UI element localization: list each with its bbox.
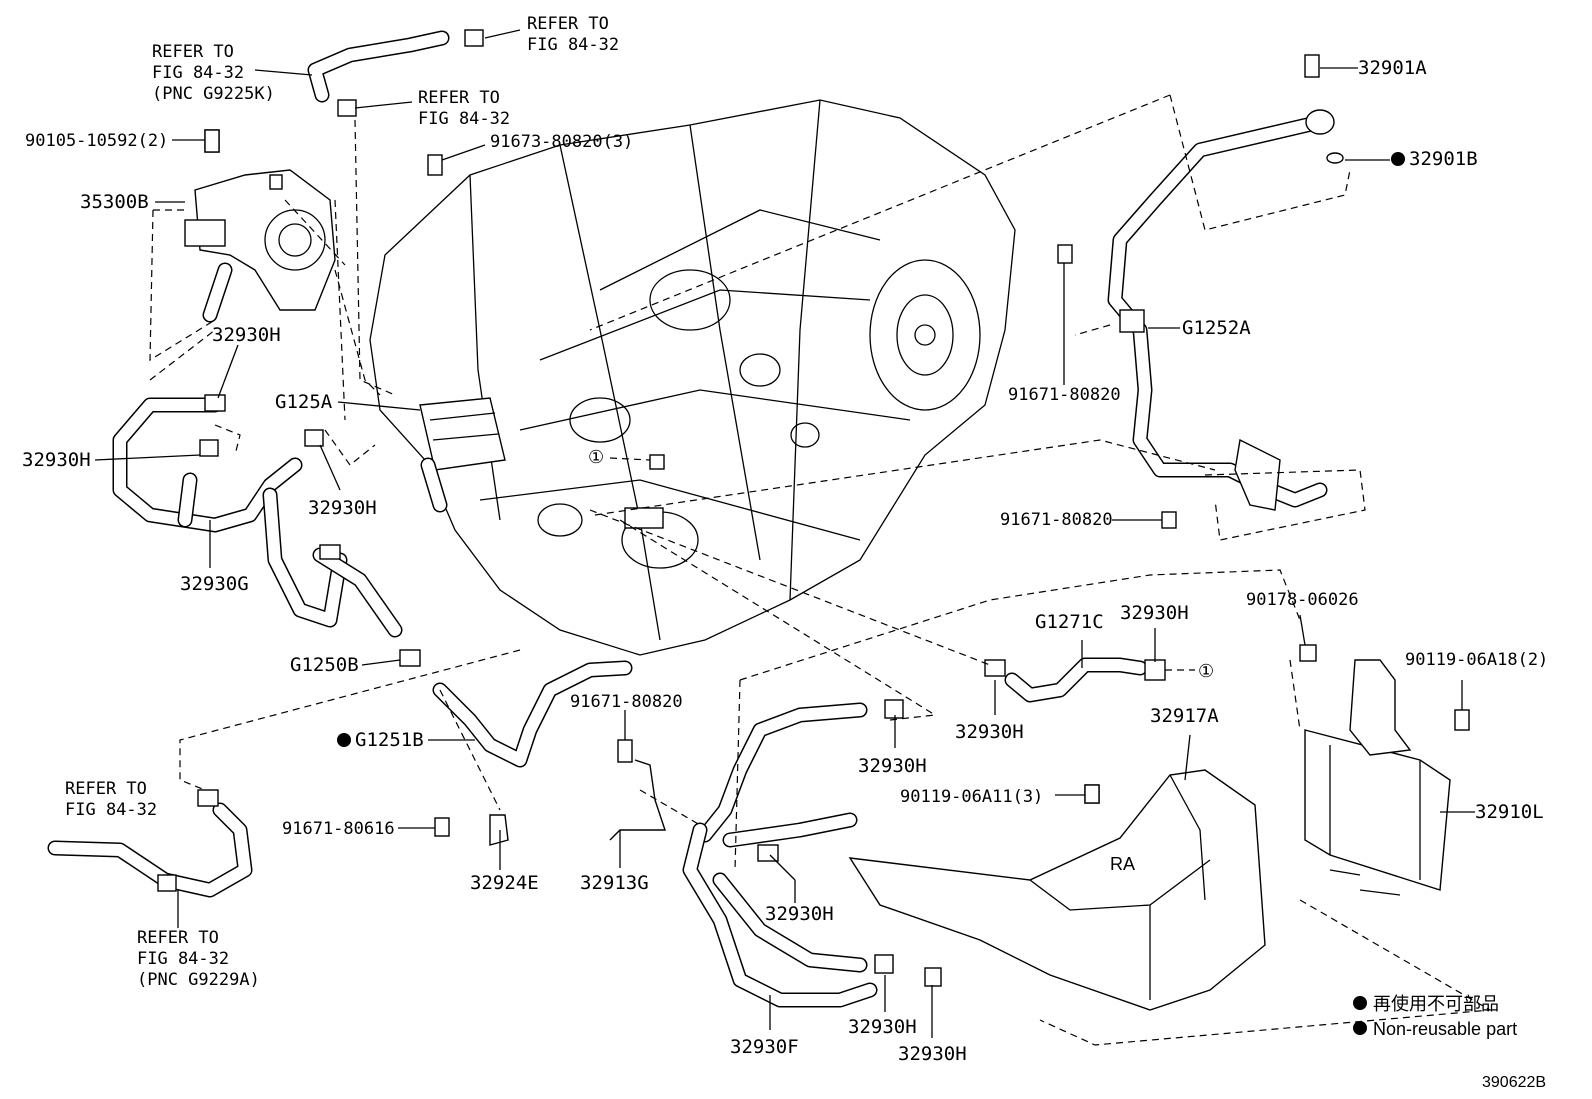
part-label-32930h-f: 32930H: [858, 755, 927, 777]
refer-to-label-5: REFER TO: [137, 928, 219, 948]
part-label-90178-06026: 90178-06026: [1246, 590, 1359, 610]
part-label-32930h-c: 32930H: [308, 497, 377, 519]
part-label-g125a: G125A: [275, 391, 333, 413]
fig-ref-label-3: FIG 84-32: [418, 109, 510, 129]
part-label-32901a: 32901A: [1358, 57, 1427, 79]
pipe-g1251b: [432, 660, 633, 768]
hose-lower-left: [47, 789, 253, 898]
part-label-91671-80820-a: 91671-80820: [1008, 385, 1121, 405]
part-label-32930h-a: 32930H: [212, 324, 281, 346]
part-label-g1271c: G1271C: [1035, 611, 1104, 633]
figure-id: 390622B: [1482, 1074, 1546, 1091]
fig-ref-label-4: FIG 84-32: [65, 800, 157, 820]
legend: 再使用不可部品 Non-reusable part: [1353, 994, 1517, 1039]
pnc-label-top: (PNC G9225K): [152, 84, 275, 104]
legend-bullet-en: [1353, 1021, 1367, 1035]
cooler-g125a: [419, 397, 506, 513]
part-label-32930f: 32930F: [730, 1036, 799, 1058]
fig-ref-label-5: FIG 84-32: [137, 949, 229, 969]
refer-to-label-3: REFER TO: [418, 88, 500, 108]
part-label-32930h-i: 32930H: [898, 1043, 967, 1065]
part-label-g1252a: G1252A: [1182, 317, 1251, 339]
part-label-32917a: 32917A: [1150, 705, 1219, 727]
part-label-g1251b: G1251B: [355, 729, 424, 751]
part-label-91671-80820-b: 91671-80820: [1000, 510, 1113, 530]
part-label-91671-80820-c: 91671-80820: [570, 692, 683, 712]
part-label-32910l: 32910L: [1475, 801, 1544, 823]
part-label-32930h-g: 32930H: [765, 903, 834, 925]
fig-ref-label-2: FIG 84-32: [152, 63, 244, 83]
hose-32930g: [112, 394, 421, 667]
hose-g1271c: [984, 657, 1166, 703]
part-label-32930g: 32930G: [180, 573, 249, 595]
top-hoses: [307, 29, 484, 117]
circle-one-callout-b: ①: [588, 447, 604, 467]
part-label-90119-06a18: 90119-06A18(2): [1405, 650, 1548, 670]
fig-ref-label-1: FIG 84-32: [527, 35, 619, 55]
legend-text-en: Non-reusable part: [1373, 1019, 1517, 1039]
part-label-g1250b: G1250B: [290, 654, 359, 676]
legend-bullet-jp: [1353, 996, 1367, 1010]
part-labels: REFER TO FIG 84-32 REFER TO FIG 84-32 (P…: [22, 14, 1548, 1065]
reference-lines: [149, 94, 1492, 1046]
duct-32917a: RA: [848, 769, 1266, 1011]
non-reusable-marker-32901b: [1391, 152, 1405, 166]
pump-35300b: [184, 129, 336, 323]
non-reusable-marker-g1251b: [337, 733, 351, 747]
cooler-32910l: [1299, 644, 1470, 896]
leader-lines: [94, 29, 1475, 1038]
hose-32930f: [682, 699, 942, 1008]
brackets: [204, 129, 1100, 846]
refer-to-label-1: REFER TO: [527, 14, 609, 34]
part-label-91673-80820: 91673-80820(3): [490, 132, 633, 152]
pipe-g1252a: [1057, 54, 1344, 529]
transaxle-assembly: [369, 99, 1016, 656]
part-label-32930h-b: 32930H: [22, 449, 91, 471]
part-label-90105-10592: 90105-10592(2): [25, 131, 168, 151]
part-label-32924e: 32924E: [470, 872, 539, 894]
pnc-label-bottom: (PNC G9229A): [137, 970, 260, 990]
part-label-91671-80616: 91671-80616: [282, 819, 395, 839]
refer-to-label-4: REFER TO: [65, 779, 147, 799]
part-label-32930h-d: 32930H: [1120, 602, 1189, 624]
part-label-32930h-h: 32930H: [848, 1016, 917, 1038]
part-label-90119-06a11: 90119-06A11(3): [900, 787, 1043, 807]
duct-marking: RA: [1110, 854, 1135, 874]
circle-one-callout-a: ①: [1198, 661, 1214, 681]
part-label-32913g: 32913G: [580, 872, 649, 894]
refer-to-label-2: REFER TO: [152, 42, 234, 62]
part-label-35300b: 35300B: [80, 191, 149, 213]
legend-text-jp: 再使用不可部品: [1373, 994, 1499, 1014]
part-label-32930h-e: 32930H: [955, 721, 1024, 743]
part-label-32901b: 32901B: [1409, 148, 1478, 170]
